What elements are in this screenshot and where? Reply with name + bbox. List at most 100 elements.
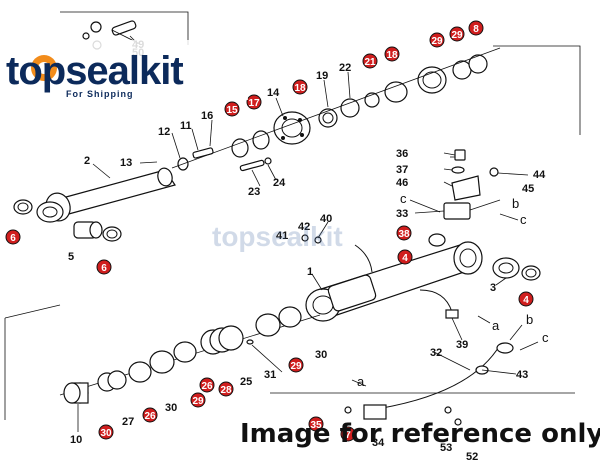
highlight-4b: 4 bbox=[518, 291, 534, 307]
letter-c2: c bbox=[520, 212, 527, 227]
connection-arrows bbox=[351, 199, 539, 387]
label-13: 13 bbox=[120, 157, 132, 169]
highlight-6a: 6 bbox=[5, 229, 21, 245]
highlight-4a: 4 bbox=[397, 249, 413, 265]
highlight-29d: 29 bbox=[190, 392, 206, 408]
label-1: 1 bbox=[307, 266, 313, 278]
highlight-18b: 18 bbox=[384, 46, 400, 62]
label-30a: 30 bbox=[315, 349, 327, 361]
label-24: 24 bbox=[273, 177, 286, 189]
label-22: 22 bbox=[339, 62, 351, 74]
letter-b1: b bbox=[512, 196, 519, 211]
label-14: 14 bbox=[267, 87, 280, 99]
label-40: 40 bbox=[320, 213, 332, 225]
label-52: 52 bbox=[466, 451, 478, 463]
frame-lines bbox=[4, 11, 581, 420]
bolt-23 bbox=[239, 157, 272, 172]
svg-text:26: 26 bbox=[201, 381, 213, 392]
label-5: 5 bbox=[68, 251, 74, 263]
highlight-29a: 29 bbox=[429, 32, 445, 48]
highlight-26b: 26 bbox=[142, 407, 158, 423]
highlighted-part-labels: 6 6 38 4 4 15 17 18 21 18 29 29 8 29 28 … bbox=[5, 20, 534, 442]
part-number-labels: 49 50 12 11 16 14 19 22 2 13 23 24 36 37… bbox=[68, 39, 546, 463]
gear-icon bbox=[31, 55, 57, 81]
letter-c3: c bbox=[542, 330, 549, 345]
label-42: 42 bbox=[298, 221, 310, 233]
svg-text:18: 18 bbox=[386, 50, 398, 61]
svg-text:21: 21 bbox=[364, 57, 376, 68]
brand-logo: topsealkit For Shipping bbox=[2, 40, 248, 100]
svg-text:6: 6 bbox=[10, 233, 16, 244]
label-27: 27 bbox=[122, 416, 134, 428]
highlight-18a: 18 bbox=[292, 79, 308, 95]
logo-tagline: For Shipping bbox=[66, 89, 134, 99]
label-36: 36 bbox=[396, 148, 408, 160]
label-45: 45 bbox=[522, 183, 534, 195]
letter-a2: a bbox=[357, 374, 365, 389]
label-33: 33 bbox=[396, 208, 408, 220]
label-11: 11 bbox=[180, 120, 192, 132]
highlight-30: 30 bbox=[98, 424, 114, 440]
grease-hose bbox=[344, 342, 514, 426]
svg-text:38: 38 bbox=[398, 229, 410, 240]
label-32: 32 bbox=[430, 347, 442, 359]
label-30b: 30 bbox=[165, 402, 177, 414]
label-46: 46 bbox=[396, 177, 408, 189]
valve-bracket bbox=[443, 149, 501, 220]
label-10: 10 bbox=[70, 434, 82, 446]
label-12: 12 bbox=[158, 126, 170, 138]
highlight-38: 38 bbox=[396, 225, 412, 241]
piston-rod bbox=[36, 167, 176, 223]
hose-clamp-parts bbox=[301, 234, 459, 319]
label-34: 34 bbox=[372, 437, 385, 449]
svg-text:7: 7 bbox=[345, 430, 351, 441]
svg-text:26: 26 bbox=[144, 411, 156, 422]
rod-bushings bbox=[13, 199, 122, 242]
watermark-brand: topsealkit bbox=[212, 221, 343, 252]
logo-text: topsealkit bbox=[6, 49, 183, 93]
label-39: 39 bbox=[456, 339, 468, 351]
label-44: 44 bbox=[533, 169, 546, 181]
highlight-26a: 26 bbox=[199, 377, 215, 393]
highlight-7: 7 bbox=[340, 426, 356, 442]
highlight-17: 17 bbox=[246, 94, 262, 110]
highlight-28: 28 bbox=[218, 381, 234, 397]
label-2: 2 bbox=[84, 155, 90, 167]
cylinder-barrel bbox=[305, 233, 541, 322]
label-53: 53 bbox=[440, 442, 452, 454]
highlight-6b: 6 bbox=[96, 259, 112, 275]
svg-text:18: 18 bbox=[294, 83, 306, 94]
letter-b2: b bbox=[526, 312, 533, 327]
label-25: 25 bbox=[240, 376, 252, 388]
letter-a1: a bbox=[492, 318, 500, 333]
center-watermark: topsealkit bbox=[212, 221, 343, 252]
highlight-21: 21 bbox=[362, 53, 378, 69]
label-37: 37 bbox=[396, 164, 408, 176]
highlight-15: 15 bbox=[224, 101, 240, 117]
svg-text:4: 4 bbox=[402, 253, 408, 264]
svg-text:29: 29 bbox=[451, 30, 463, 41]
lower-seal-row bbox=[59, 306, 321, 404]
svg-text:15: 15 bbox=[226, 105, 238, 116]
reference-caption: Image for reference only bbox=[240, 419, 600, 449]
label-31: 31 bbox=[264, 369, 276, 381]
label-41: 41 bbox=[276, 230, 288, 242]
connection-letters: c b c a b c a bbox=[357, 191, 549, 389]
svg-text:35: 35 bbox=[310, 420, 322, 431]
svg-text:29: 29 bbox=[290, 361, 302, 372]
label-43: 43 bbox=[516, 369, 528, 381]
upper-seal-row bbox=[171, 47, 501, 171]
label-3: 3 bbox=[490, 282, 496, 294]
svg-text:4: 4 bbox=[523, 295, 529, 306]
svg-text:29: 29 bbox=[431, 36, 443, 47]
label-16: 16 bbox=[201, 110, 213, 122]
highlight-35: 35 bbox=[308, 416, 324, 432]
svg-text:17: 17 bbox=[248, 98, 260, 109]
label-19: 19 bbox=[316, 70, 328, 82]
svg-text:29: 29 bbox=[192, 396, 204, 407]
svg-text:28: 28 bbox=[220, 385, 232, 396]
letter-c1: c bbox=[400, 191, 407, 206]
svg-text:6: 6 bbox=[101, 263, 107, 274]
